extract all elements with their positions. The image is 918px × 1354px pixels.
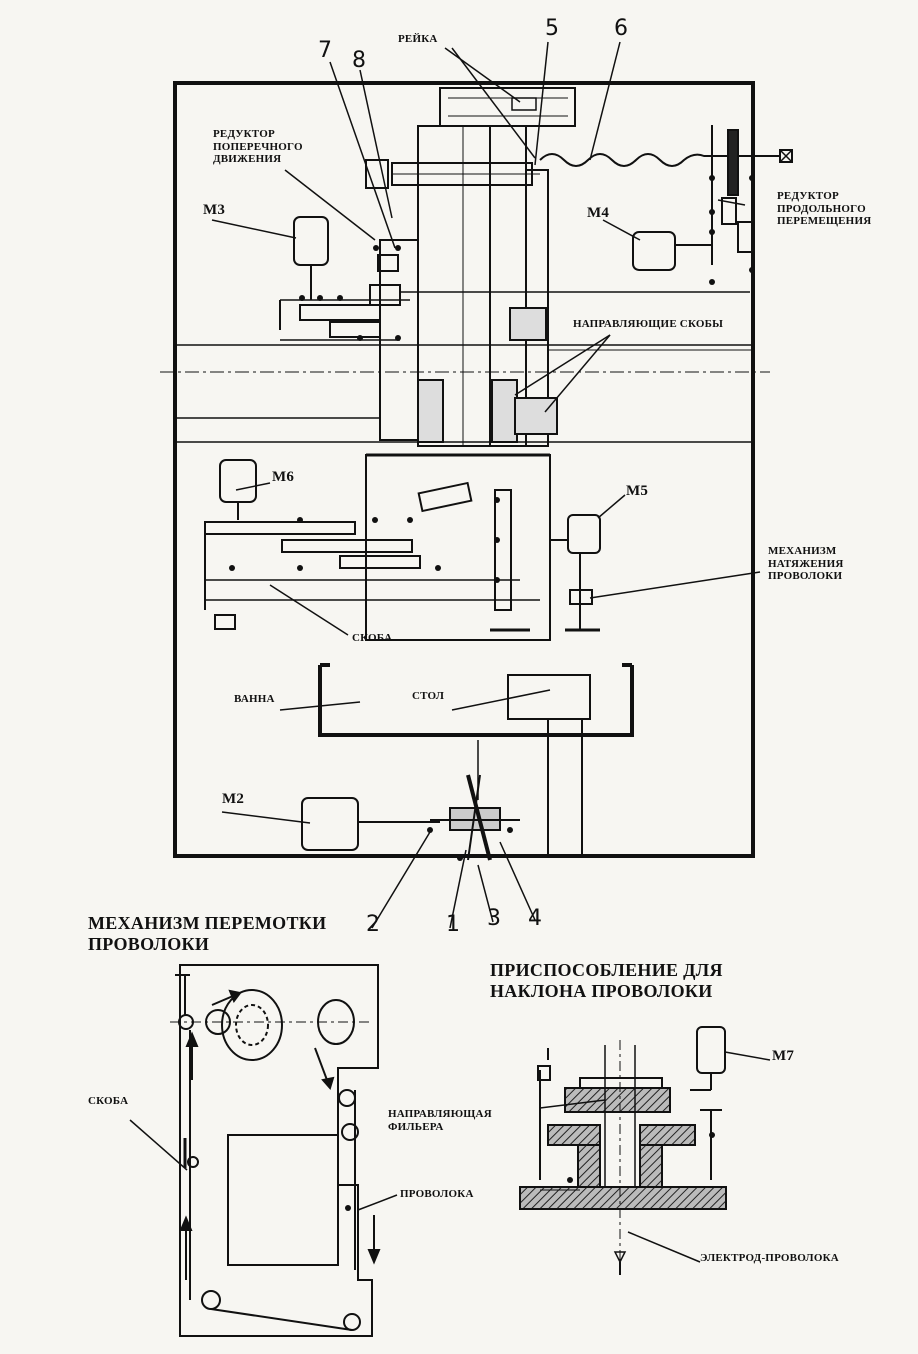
bath (318, 665, 634, 737)
transverse-drum (365, 159, 389, 189)
guide-bracket-1 (509, 307, 547, 341)
callout-7: 7 (318, 38, 333, 63)
label-wire: ПРОВОЛОКА (400, 1188, 474, 1200)
label-transverse-reducer: РЕДУКТОР ПОПЕРЕЧНОГО ДВИЖЕНИЯ (213, 128, 303, 166)
machine-frame (173, 81, 755, 858)
wire-head-block (365, 454, 551, 641)
label-longitudinal-reducer: РЕДУКТОР ПРОДОЛЬНОГО ПЕРЕМЕЩЕНИЯ (777, 190, 872, 228)
fixture-base (519, 1186, 727, 1210)
label-guide-brackets: НАПРАВЛЯЮЩИЕ СКОБЫ (573, 318, 724, 330)
callout-5: 5 (545, 16, 560, 41)
rewind-pulley-bl (201, 1290, 221, 1310)
rewind-pulley-br (343, 1313, 361, 1331)
callout-4: 4 (528, 906, 543, 931)
label-m6: М6 (272, 469, 295, 485)
label-bath: ВАННА (234, 693, 275, 705)
label-m2: М2 (222, 791, 245, 807)
callout-3: 3 (487, 906, 502, 931)
guide-bracket-3 (491, 379, 518, 443)
label-tension-mechanism: МЕХАНИЗМ НАТЯЖЕНИЯ ПРОВОЛОКИ (768, 545, 844, 583)
callout-6: 6 (614, 16, 629, 41)
guide-die (564, 1087, 671, 1113)
callout-8: 8 (352, 48, 367, 73)
rewind-frame (179, 964, 379, 1337)
rewind-drum-main (221, 989, 283, 1061)
label-m7: М7 (772, 1048, 795, 1064)
label-rack: РЕЙКА (398, 33, 438, 45)
guide-bracket-4 (514, 397, 558, 435)
guide-bracket-2 (417, 379, 444, 443)
motor-m2 (301, 797, 359, 851)
label-m3: М3 (203, 202, 226, 218)
label-bracket-main: СКОБА (352, 632, 393, 644)
callout-2: 2 (366, 912, 381, 937)
label-table: СТОЛ (412, 690, 445, 702)
motor-m6 (219, 459, 257, 503)
label-electrode-wire: ЭЛЕКТРОД-ПРОВОЛОКА (700, 1252, 839, 1264)
motor-m3 (293, 216, 329, 266)
callout-1: 1 (446, 912, 461, 937)
wire-wave (539, 153, 738, 167)
label-guide-die: НАПРАВЛЯЮЩАЯ ФИЛЬЕРА (388, 1108, 492, 1133)
title-tilt-fixture: ПРИСПОСОБЛЕНИЕ ДЛЯ НАКЛОНА ПРОВОЛОКИ (490, 960, 723, 1001)
motor-m4 (632, 231, 676, 271)
label-bracket-rewind: СКОБА (88, 1095, 129, 1107)
label-m5: М5 (626, 483, 649, 499)
motor-m7 (696, 1026, 726, 1074)
label-m4: М4 (587, 205, 610, 221)
title-rewind-mechanism: МЕХАНИЗМ ПЕРЕМОТКИ ПРОВОЛОКИ (88, 913, 327, 954)
work-table (507, 674, 591, 720)
motor-m5 (567, 514, 601, 554)
